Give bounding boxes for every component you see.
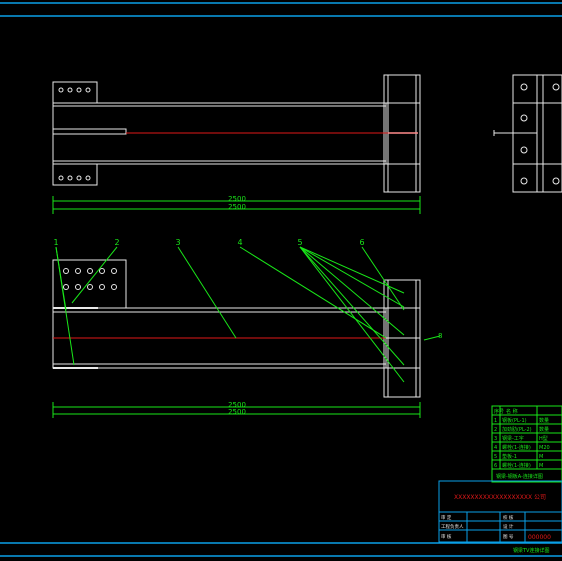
- callout-4: 4: [237, 238, 242, 247]
- tb-r1-c1: 审 定: [441, 514, 452, 521]
- top-view-bolts: [58, 87, 91, 181]
- bom-row-2-spec: 数量: [539, 426, 549, 433]
- callout-side: 8: [438, 332, 442, 340]
- title-block-title: XXXXXXXXXXXXXXXXXXX 公司: [454, 494, 546, 501]
- bom-row-1-name: 钢板(PL-1): [502, 417, 527, 424]
- top-dim-lower-text: 2500: [228, 203, 246, 211]
- top-view-dimension: [52, 196, 421, 214]
- callout-2: 2: [114, 238, 119, 247]
- bom-row-6-spec: M: [539, 463, 543, 469]
- bom-row-4-name: 螺栓(1-连接): [502, 444, 531, 451]
- tb-r3-c1: 审 核: [441, 533, 452, 540]
- front-dim-upper-text: 2500: [228, 401, 246, 409]
- bom-row-3-no: 3: [494, 436, 497, 442]
- bom-row-4-no: 4: [494, 445, 497, 451]
- title-block: [438, 480, 562, 543]
- bom-row-2-name: 加劲肋(PL-2): [502, 426, 532, 433]
- tb-drawing-number: 000000: [528, 534, 551, 541]
- callout-5: 5: [297, 238, 302, 247]
- bom-footer: 钢梁-钢板A-连接详图: [496, 473, 543, 480]
- tb-drawing-name: 钢梁TV连接详图: [513, 547, 549, 554]
- bom-row-1-spec: 数量: [539, 417, 549, 424]
- bom-header-no: 序号: [494, 408, 504, 415]
- bom-row-5-name: 垫板-1: [502, 453, 517, 460]
- bom-row-1-no: 1: [494, 418, 497, 424]
- front-view-dimension: [52, 402, 421, 418]
- tb-r2-c1: 工程负责人: [441, 523, 464, 530]
- bom-row-3-spec: H型: [539, 435, 548, 442]
- front-view: [52, 259, 421, 398]
- callout-leaders: [55, 246, 441, 383]
- bom-row-5-spec: M: [539, 454, 543, 460]
- bom-row-4-spec: M20: [539, 445, 550, 451]
- tb-r1-c3: 校 核: [503, 514, 514, 521]
- tb-r3-c3: 图 号: [503, 534, 514, 540]
- callout-6: 6: [359, 238, 364, 247]
- bom-text: 序号 名 称 1 钢板(PL-1) 数量 2 加劲肋(PL-2) 数量 3 钢梁…: [494, 408, 550, 480]
- top-dim-upper-text: 2500: [228, 195, 246, 203]
- bom-row-5-no: 5: [494, 454, 497, 460]
- callout-3: 3: [175, 238, 180, 247]
- bom-header-name: 名 称: [506, 408, 518, 415]
- bom-table: [491, 405, 562, 483]
- bom-row-6-name: 螺栓(1-连接): [502, 462, 531, 469]
- tb-r2-c3: 设 计: [503, 523, 514, 530]
- title-block-text: 审 定 校 核 工程负责人 设 计 审 核 图 号: [441, 514, 514, 540]
- side-view-bolts: [520, 83, 560, 185]
- bom-row-2-no: 2: [494, 427, 497, 433]
- front-dim-lower-text: 2500: [228, 408, 246, 416]
- bom-row-6-no: 6: [494, 463, 497, 469]
- side-view: [493, 74, 562, 193]
- bom-row-3-name: 钢梁-工字: [502, 435, 524, 442]
- front-view-bolts: [63, 268, 117, 290]
- callout-1: 1: [53, 238, 58, 247]
